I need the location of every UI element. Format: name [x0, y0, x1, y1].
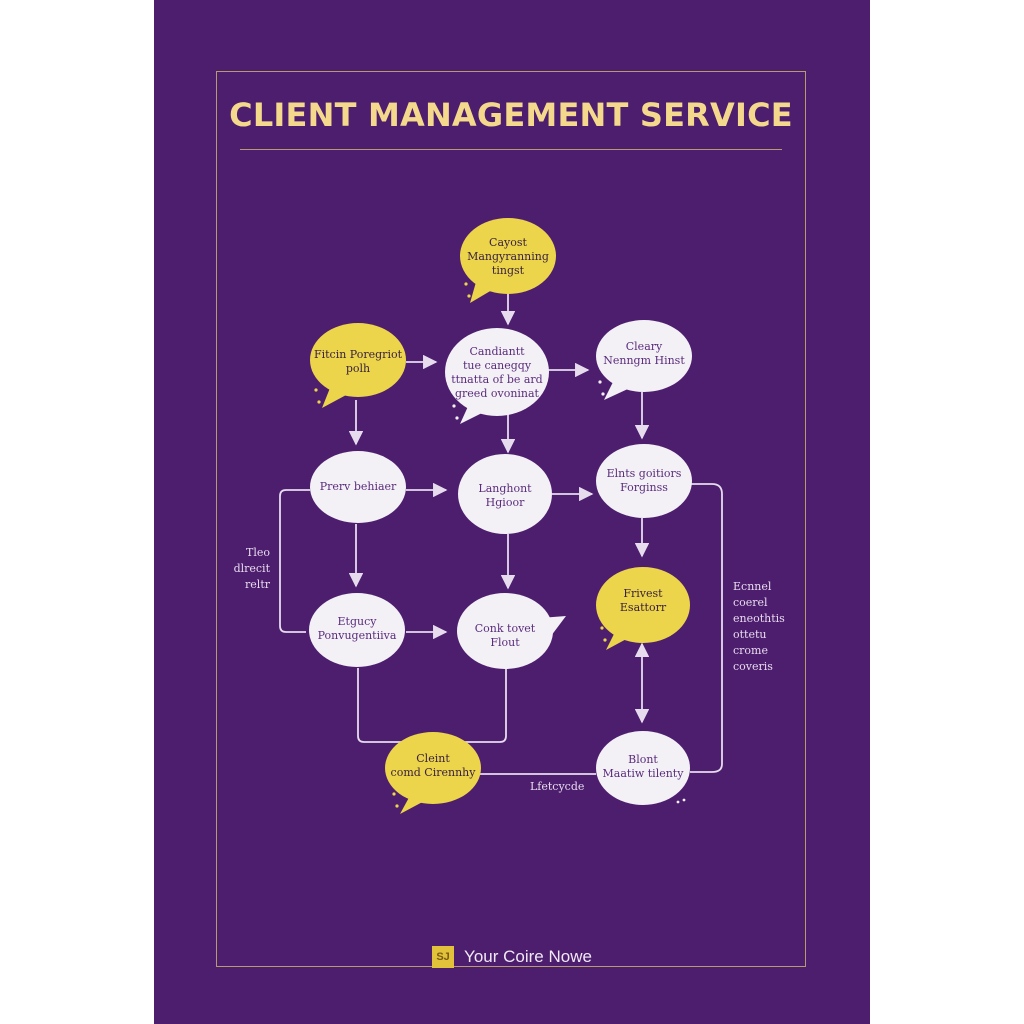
node-n2: Fitcin Poregriot polh — [310, 323, 406, 408]
node-n10-line-2: Flout — [490, 636, 520, 649]
node-n3-line-3: ttnatta of be ard — [451, 373, 542, 386]
node-n6-line-1: Langhont — [478, 482, 532, 495]
node-n1: Cayost Mangyranning tingst — [460, 218, 556, 303]
side-label-right-line-6: coveris — [733, 660, 773, 673]
footer: SJ Your Coire Nowe — [0, 946, 1024, 968]
node-n12: Blont Maatiw tilenty — [596, 731, 690, 805]
node-n1-line-1: Cayost — [489, 236, 527, 249]
node-n9: Etgucy Ponvugentiiva — [309, 593, 405, 667]
side-label-bottom: Lfetcycde — [530, 780, 584, 793]
title-divider — [240, 149, 782, 150]
brand-logo-icon: SJ — [432, 946, 455, 968]
node-n3-line-4: greed ovoninat — [455, 387, 540, 400]
side-label-left: Tleo dlrecit reltr — [234, 546, 271, 591]
node-n7-line-1: Elnts goitiors — [607, 467, 682, 480]
connector-lower-loop — [357, 668, 507, 743]
side-label-left-line-3: reltr — [245, 578, 271, 591]
connector-right-loop — [690, 483, 723, 773]
side-label-right-line-5: crome — [733, 644, 768, 657]
node-n7: Elnts goitiors Forginss — [596, 444, 692, 518]
node-n9-line-1: Etgucy — [338, 615, 378, 628]
node-n7-line-2: Forginss — [620, 481, 668, 494]
node-n5: Prerv behiaer — [310, 451, 406, 523]
node-n6: Langhont Hgioor — [458, 454, 552, 534]
node-n1-line-3: tingst — [492, 264, 525, 277]
connectors — [279, 292, 723, 775]
side-label-right: Ecnnel coerel eneothtis ottetu crome cov… — [733, 580, 785, 673]
node-n11-line-1: Cleint — [416, 752, 450, 765]
node-n4: Cleary Nenngm Hinst — [596, 320, 692, 400]
connector-left-loop — [279, 489, 310, 633]
poster-frame — [216, 71, 806, 967]
node-n2-line-1: Fitcin Poregriot — [314, 348, 403, 361]
footer-brand-text: Your Coire Nowe — [464, 947, 592, 966]
page-title: CLIENT MANAGEMENT SERVICE — [229, 96, 793, 134]
side-label-right-line-2: coerel — [733, 596, 768, 609]
node-n8-line-2: Esattorr — [620, 601, 667, 614]
node-n10: Conk tovet Flout — [457, 593, 566, 669]
side-label-left-line-1: Tleo — [246, 546, 270, 559]
side-label-right-line-4: ottetu — [733, 628, 766, 641]
node-n9-line-2: Ponvugentiiva — [318, 629, 397, 642]
node-n2-line-2: polh — [346, 362, 370, 375]
node-n4-line-1: Cleary — [626, 340, 663, 353]
node-n1-line-2: Mangyranning — [467, 250, 549, 263]
node-n11: Cleint comd Cirennhy — [385, 732, 481, 814]
node-n5-line-1: Prerv behiaer — [320, 480, 397, 493]
node-n4-line-2: Nenngm Hinst — [603, 354, 685, 367]
node-n12-line-1: Blont — [628, 753, 658, 766]
node-n3: Candiantt tue canegqy ttnatta of be ard … — [445, 328, 549, 424]
node-n3-line-2: tue canegqy — [463, 359, 532, 372]
node-n3-line-1: Candiantt — [469, 345, 525, 358]
node-n10-line-1: Conk tovet — [475, 622, 536, 635]
node-n8-line-1: Frivest — [623, 587, 663, 600]
side-label-left-line-2: dlrecit — [234, 562, 271, 575]
node-n12-line-2: Maatiw tilenty — [603, 767, 685, 780]
node-n11-line-2: comd Cirennhy — [391, 766, 477, 779]
side-label-right-line-1: Ecnnel — [733, 580, 772, 593]
side-label-right-line-3: eneothtis — [733, 612, 785, 625]
node-n8: Frivest Esattorr — [596, 567, 690, 650]
node-n6-line-2: Hgioor — [486, 496, 525, 509]
